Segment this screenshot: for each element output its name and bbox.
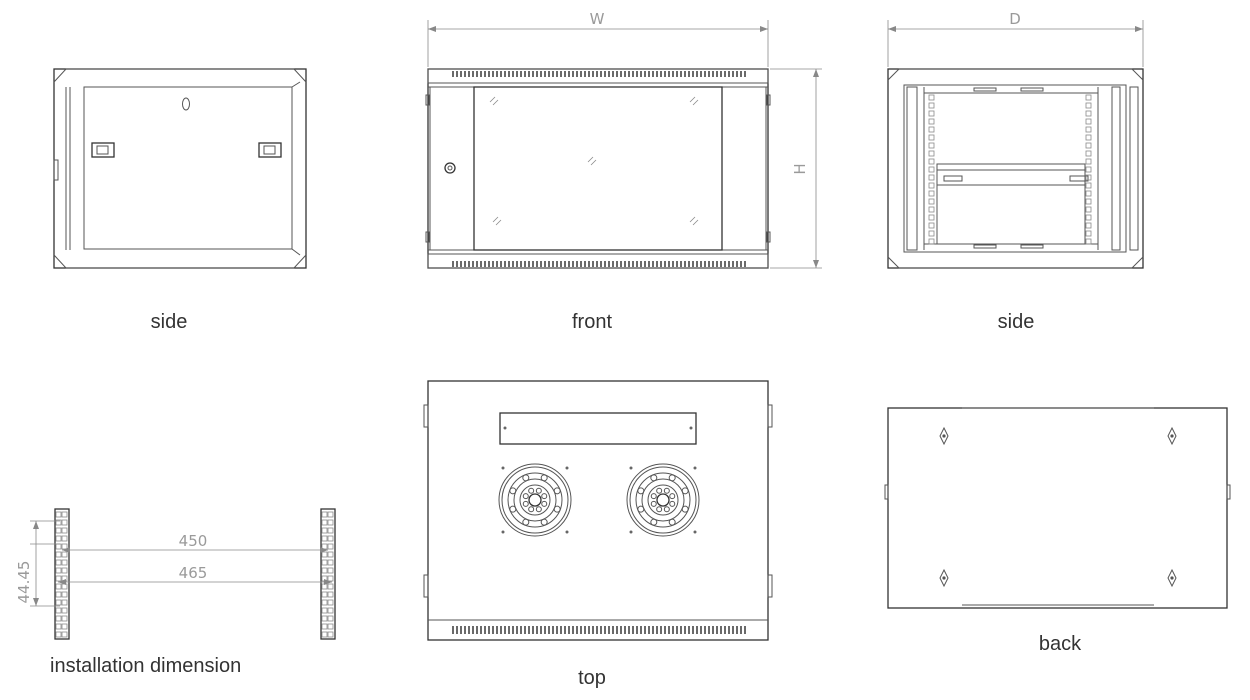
top-label: top [578, 667, 606, 689]
hanging-slot [182, 97, 190, 111]
hanging-hole-icon [939, 568, 949, 588]
lock-icon [444, 162, 456, 174]
glass-door [473, 86, 723, 251]
fan-icon [498, 463, 572, 537]
front-label: front [571, 311, 613, 333]
hanging-hole-icon [1167, 568, 1177, 588]
hanging-hole-icon [1167, 426, 1177, 446]
width-mark: W [590, 10, 605, 28]
side-right-label: side [997, 311, 1035, 333]
front-view: W H [425, 10, 822, 269]
dim-450: 450 [179, 532, 208, 550]
side-view-left [53, 68, 307, 269]
side-panel-latch [258, 142, 282, 158]
side-panel-latch [91, 142, 115, 158]
mounting-rail-right [320, 508, 336, 640]
side-view-right: D [887, 10, 1144, 269]
hanging-hole-icon [939, 426, 949, 446]
mounting-rail-left [54, 508, 70, 640]
depth-mark: D [1009, 10, 1021, 28]
fan-icon [626, 463, 700, 537]
rail-holes [928, 94, 1092, 245]
back-label: back [1038, 633, 1082, 655]
side-left-label: side [150, 311, 188, 333]
back-view [884, 407, 1231, 609]
installation-dimension-label: installation dimension [50, 655, 242, 677]
dim-44-45: 44.45 [15, 561, 33, 604]
cable-entry-plate [499, 412, 697, 445]
installation-dimension-view: 450 465 44.45 [15, 508, 336, 640]
dim-465: 465 [179, 564, 208, 582]
top-view [423, 380, 773, 641]
height-mark: H [791, 163, 809, 174]
